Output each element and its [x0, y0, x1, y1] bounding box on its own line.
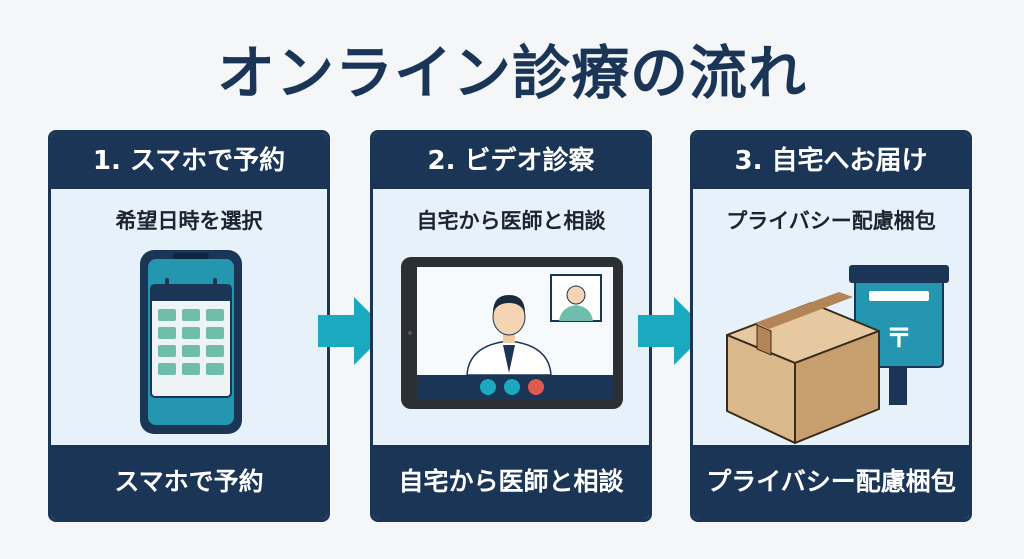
- step-3-footer: プライバシー配慮梱包: [693, 445, 969, 519]
- page-title: オンライン診療の流れ: [216, 39, 807, 107]
- step-2-heading: 2. ビデオ診察: [373, 133, 649, 189]
- step-3-heading: 3. 自宅へお届け: [693, 133, 969, 189]
- step-1-footer: スマホで予約: [51, 445, 327, 519]
- step-card-3: 3. 自宅へお届け プライバシー配慮梱包 〒 プライバシー配慮梱包: [690, 130, 972, 522]
- step-2-subheading: 自宅から医師と相談: [416, 209, 606, 233]
- postal-mark-icon: 〒: [886, 324, 912, 354]
- tablet-video-call-icon: [401, 257, 623, 409]
- step-3-subheading: プライバシー配慮梱包: [726, 209, 936, 233]
- step-card-2: 2. ビデオ診察 自宅から医師と相談 自宅から医師と相談: [370, 130, 652, 522]
- step-2-footer: 自宅から医師と相談: [373, 445, 649, 519]
- step-1-heading: 1. スマホで予約: [51, 133, 327, 189]
- package-mailbox-icon: 〒: [726, 265, 949, 444]
- step-1-subheading: 希望日時を選択: [115, 209, 263, 233]
- smartphone-calendar-icon: [140, 250, 242, 434]
- step-card-1: 1. スマホで予約 希望日時を選択 スマホで予約: [48, 130, 330, 522]
